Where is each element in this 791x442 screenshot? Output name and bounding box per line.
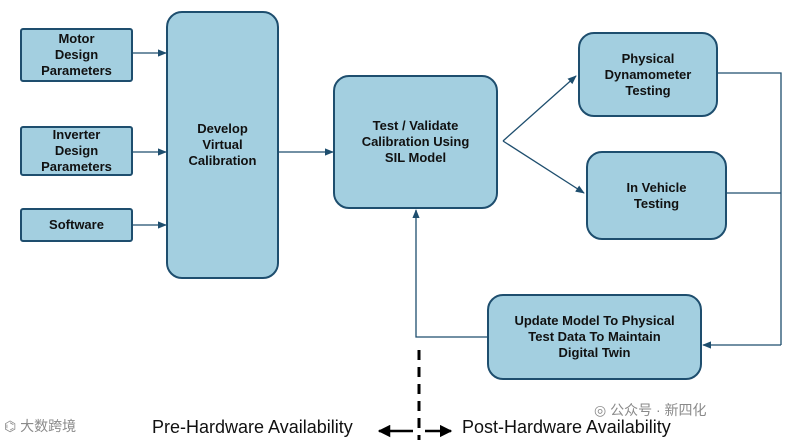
arrow-test-to-vehicle: [502, 140, 585, 194]
post-hardware-availability-label: Post-Hardware Availability: [462, 417, 671, 437]
arrow-update-to-test: [412, 209, 487, 338]
watermark-left-text: 大数跨境: [20, 418, 77, 434]
physical-dynamometer-testing-box: Physical Dynamometer Testing: [578, 32, 718, 117]
motor-design-parameters-box: Motor Design Parameters: [20, 28, 133, 82]
update-model-digital-twin-box: Update Model To Physical Test Data To Ma…: [487, 294, 702, 380]
wechat-icon: ◎: [594, 402, 607, 418]
inverter-design-parameters-box: Inverter Design Parameters: [20, 126, 133, 176]
in-vehicle-testing-box: In Vehicle Testing: [586, 151, 727, 240]
watermark-left-icon: ⌬: [4, 418, 17, 434]
test-validate-calibration-box: Test / Validate Calibration Using SIL Mo…: [333, 75, 498, 209]
develop-virtual-calibration-box: Develop Virtual Calibration: [166, 11, 279, 279]
watermark-left: ⌬ 大数跨境: [4, 416, 76, 436]
watermark-right-text: 公众号 · 新四化: [610, 402, 707, 418]
arrow-test-to-dyno: [502, 75, 577, 142]
line-dyno-to-bus: [718, 72, 782, 345]
software-box: Software: [20, 208, 133, 242]
watermark-right: ◎ 公众号 · 新四化: [594, 400, 707, 420]
pre-hardware-availability-label: Pre-Hardware Availability: [152, 417, 353, 437]
